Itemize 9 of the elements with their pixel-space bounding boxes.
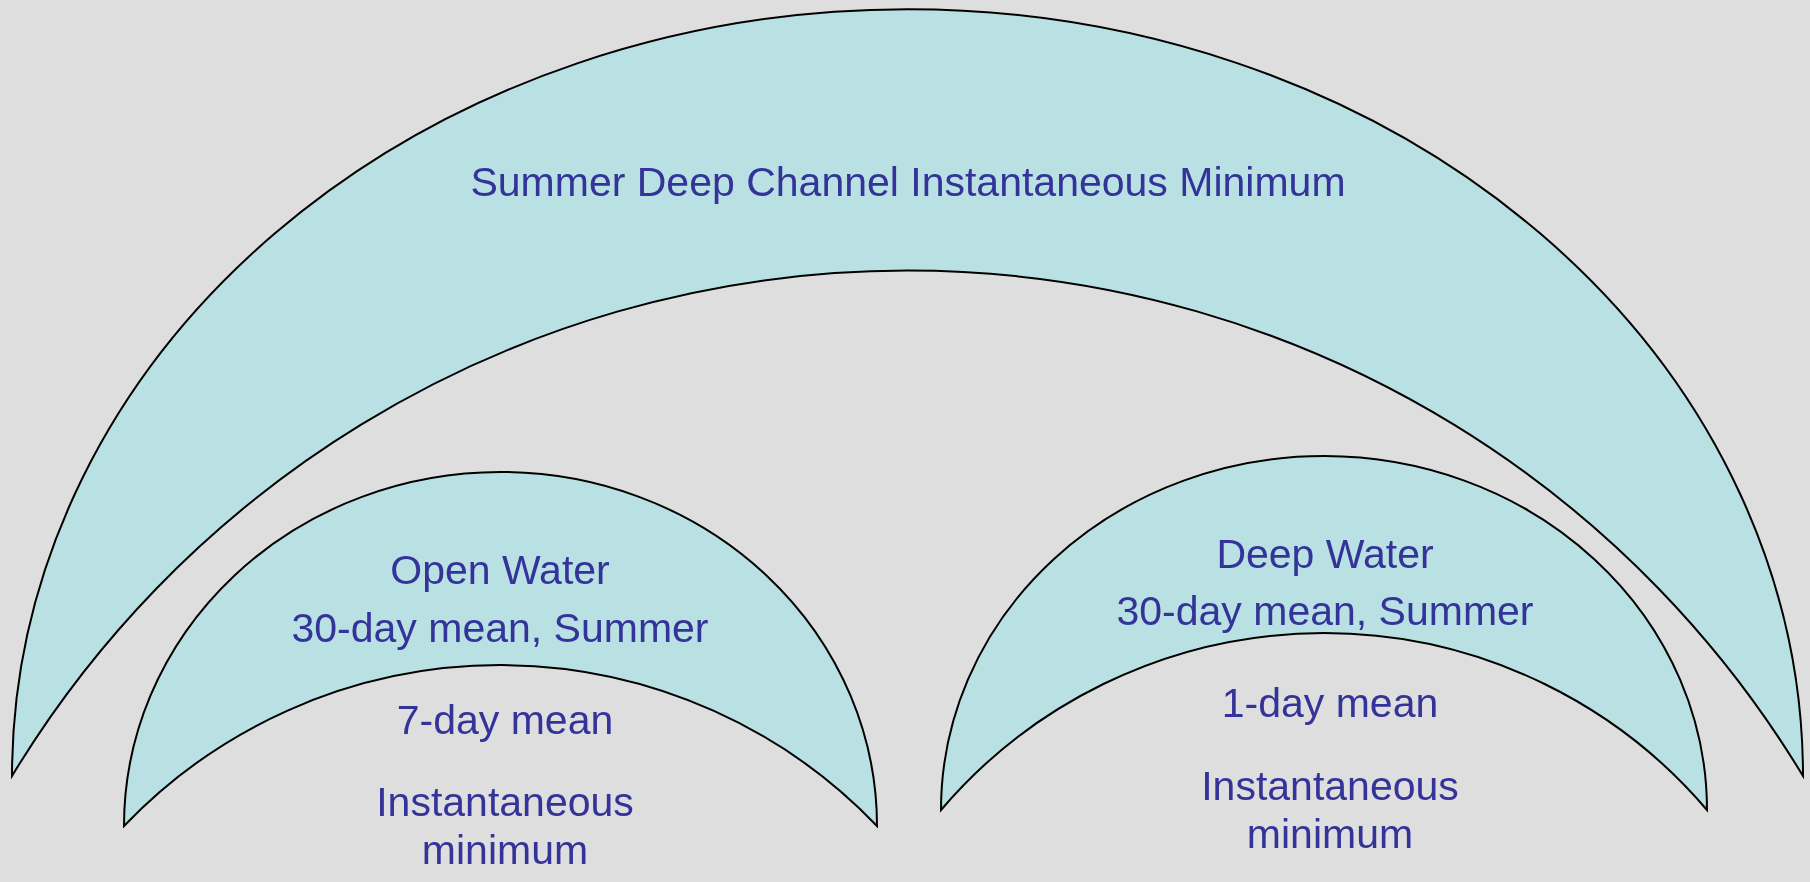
band-subtitle: 30-day mean, Summer (1116, 587, 1534, 635)
threshold-label: 7-day mean (395, 696, 615, 744)
band-title: Open Water (390, 546, 610, 594)
threshold-label: Instantaneous minimum (1200, 762, 1460, 858)
threshold-label: Instantaneous minimum (375, 778, 635, 874)
band-subtitle: 30-day mean, Summer (291, 604, 709, 652)
threshold-label: 1-day mean (1220, 679, 1440, 727)
band-title: Summer Deep Channel Instantaneous Minimum (470, 158, 1346, 206)
band-title: Deep Water (1216, 530, 1434, 578)
